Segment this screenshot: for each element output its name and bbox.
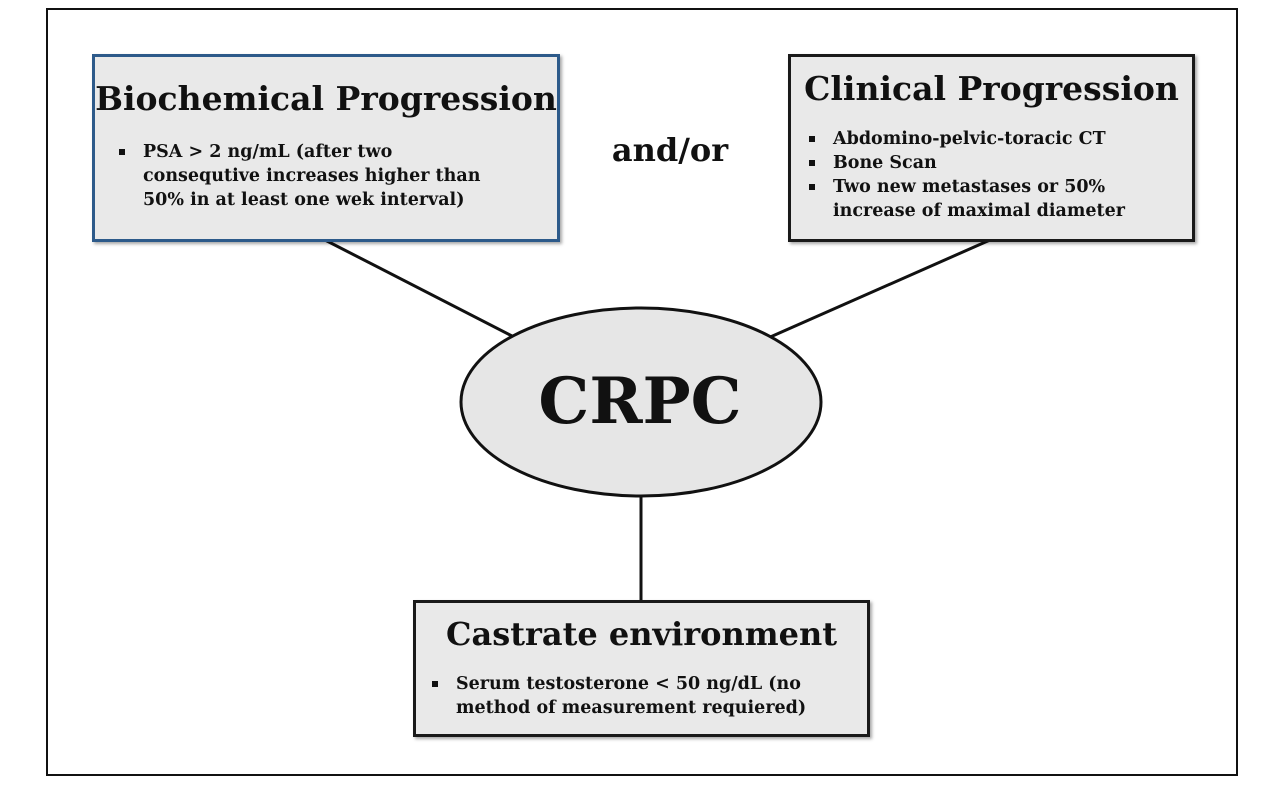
clinical-progression-title: Clinical Progression xyxy=(804,69,1179,108)
biochemical-progression-title: Biochemical Progression xyxy=(95,79,557,118)
castrate-environment-box: Castrate environment Serum testosterone … xyxy=(413,600,870,737)
castrate-criterion-testosterone: Serum testosterone < 50 ng/dL (no method… xyxy=(428,672,858,720)
clinical-criterion-bone-scan: Bone Scan xyxy=(805,151,1185,175)
clinical-criteria-list: Abdomino-pelvic-toracic CT Bone Scan Two… xyxy=(805,127,1185,223)
biochemical-progression-box: Biochemical Progression PSA > 2 ng/mL (a… xyxy=(92,54,560,242)
castrate-environment-title: Castrate environment xyxy=(446,615,837,653)
clinical-criterion-metastases: Two new metastases or 50% increase of ma… xyxy=(805,175,1185,223)
edge-clinical-crpc xyxy=(767,238,991,340)
biochemical-criterion-psa: PSA > 2 ng/mL (after two consequtive inc… xyxy=(115,140,515,212)
clinical-criterion-ct: Abdomino-pelvic-toracic CT xyxy=(805,127,1185,151)
crpc-ellipse xyxy=(459,306,823,498)
clinical-progression-box: Clinical Progression Abdomino-pelvic-tor… xyxy=(788,54,1195,242)
edge-biochemical-crpc xyxy=(324,238,517,340)
biochemical-criteria-list: PSA > 2 ng/mL (after two consequtive inc… xyxy=(115,140,515,212)
crpc-label: CRPC xyxy=(538,364,742,439)
and-or-label: and/or xyxy=(611,131,729,169)
castrate-criteria-list: Serum testosterone < 50 ng/dL (no method… xyxy=(428,672,858,720)
